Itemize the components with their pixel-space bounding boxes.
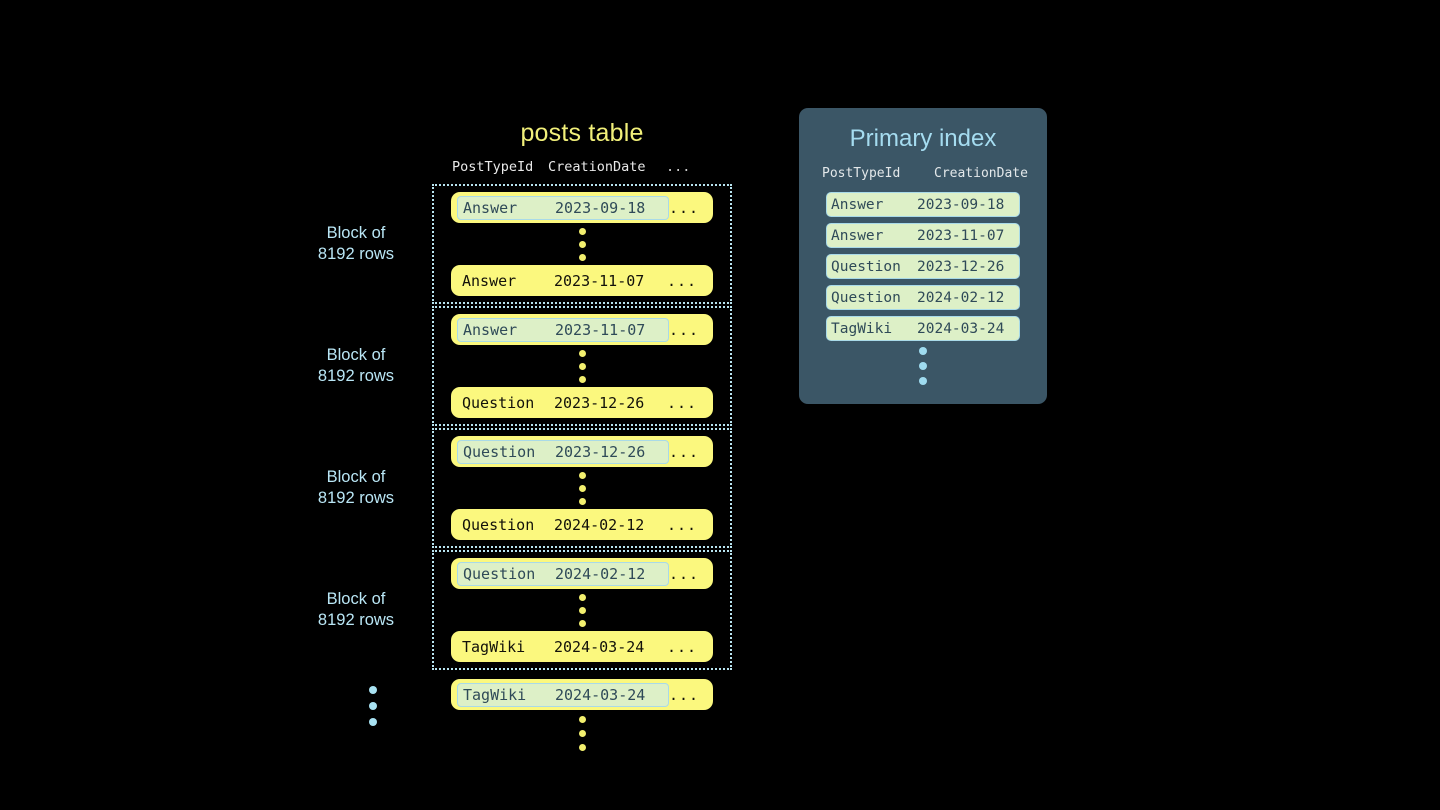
row-creationdate: 2023-11-07 xyxy=(555,320,646,339)
row-posttypeid: Question xyxy=(462,393,535,412)
block-label: Block of 8192 rows xyxy=(317,346,395,385)
block-continuation-dots xyxy=(369,686,377,726)
row-creationdate: 2023-12-26 xyxy=(554,393,645,412)
posts-table-title: posts table xyxy=(520,119,644,147)
column-header-posttypeid: PostTypeId xyxy=(822,166,901,181)
row-key-highlight: Question 2024-02-12 xyxy=(457,561,669,586)
row-creationdate: 2024-02-12 xyxy=(554,515,645,534)
table-row[interactable]: Answer 2023-11-07 ... xyxy=(451,314,713,345)
vertical-ellipsis-dots xyxy=(432,716,732,751)
primary-index-continuation-dots xyxy=(799,347,1047,385)
primary-index-row[interactable]: Question 2024-02-12 xyxy=(826,285,1020,310)
table-row[interactable]: Question 2023-12-26 ... xyxy=(451,436,713,467)
row-ellipsis: ... xyxy=(669,685,700,704)
vertical-ellipsis-dots xyxy=(434,345,730,387)
row-posttypeid: TagWiki xyxy=(462,637,526,656)
table-block: Block of 8192 rows Question 2024-02-12 .… xyxy=(318,550,732,670)
row-creationdate: 2023-11-07 xyxy=(917,227,1005,244)
block-label: Block of 8192 rows xyxy=(317,224,395,263)
row-posttypeid: Answer xyxy=(831,196,884,213)
table-row[interactable]: Question 2024-02-12 ... xyxy=(451,509,713,540)
row-key: Answer 2023-11-07 xyxy=(457,270,667,292)
row-ellipsis: ... xyxy=(669,442,700,461)
row-ellipsis: ... xyxy=(669,564,700,583)
row-posttypeid: Answer xyxy=(462,271,517,290)
row-key: TagWiki 2024-03-24 xyxy=(457,636,667,658)
table-block: Block of 8192 rows Answer 2023-09-18 ...… xyxy=(318,184,732,304)
row-creationdate: 2024-02-12 xyxy=(917,289,1005,306)
row-key-highlight: Answer 2023-11-07 xyxy=(457,317,669,342)
row-creationdate: 2023-09-18 xyxy=(555,198,646,217)
row-key-highlight: Answer 2023-09-18 xyxy=(457,195,669,220)
primary-index-panel: Primary index PostTypeId CreationDate An… xyxy=(799,108,1047,404)
table-row[interactable]: Answer 2023-09-18 ... xyxy=(451,192,713,223)
table-block: Block of 8192 rows Question 2023-12-26 .… xyxy=(318,428,732,548)
table-row[interactable]: Question 2024-02-12 ... xyxy=(451,558,713,589)
table-block: Block of 8192 rows Answer 2023-11-07 ...… xyxy=(318,306,732,426)
column-header-creationdate: CreationDate xyxy=(934,166,1028,181)
row-key-highlight: TagWiki 2024-03-24 xyxy=(457,682,669,707)
row-creationdate: 2024-02-12 xyxy=(555,564,646,583)
vertical-ellipsis-dots xyxy=(434,467,730,509)
row-posttypeid: Answer xyxy=(831,227,884,244)
table-tail-row-group: TagWiki 2024-03-24 ... xyxy=(432,679,732,751)
column-header-posttypeid: PostTypeId xyxy=(452,159,534,175)
row-posttypeid: Answer xyxy=(463,198,518,217)
column-header-ellipsis: ... xyxy=(666,159,691,175)
block-label: Block of 8192 rows xyxy=(317,468,395,507)
primary-index-row[interactable]: TagWiki 2024-03-24 xyxy=(826,316,1020,341)
vertical-ellipsis-dots xyxy=(434,223,730,265)
primary-index-row[interactable]: Answer 2023-09-18 xyxy=(826,192,1020,217)
row-ellipsis: ... xyxy=(669,320,700,339)
table-row[interactable]: TagWiki 2024-03-24 ... xyxy=(451,679,713,710)
row-ellipsis: ... xyxy=(667,637,698,656)
row-creationdate: 2023-09-18 xyxy=(917,196,1005,213)
row-posttypeid: TagWiki xyxy=(463,685,527,704)
row-creationdate: 2023-11-07 xyxy=(554,271,645,290)
row-posttypeid: Question xyxy=(463,442,536,461)
row-ellipsis: ... xyxy=(669,198,700,217)
primary-index-column-headers: PostTypeId CreationDate xyxy=(799,166,1047,181)
row-posttypeid: Question xyxy=(463,564,536,583)
row-creationdate: 2023-12-26 xyxy=(555,442,646,461)
row-creationdate: 2024-03-24 xyxy=(917,320,1005,337)
block-label: Block of 8192 rows xyxy=(317,590,395,629)
row-ellipsis: ... xyxy=(667,393,698,412)
row-posttypeid: Question xyxy=(831,258,901,275)
posts-table-column-headers: PostTypeId CreationDate ... xyxy=(432,159,732,175)
table-row[interactable]: Question 2023-12-26 ... xyxy=(451,387,713,418)
row-ellipsis: ... xyxy=(667,271,698,290)
posts-table-diagram: posts table PostTypeId CreationDate ... … xyxy=(318,118,732,751)
primary-index-row[interactable]: Question 2023-12-26 xyxy=(826,254,1020,279)
row-ellipsis: ... xyxy=(667,515,698,534)
primary-index-title: Primary index xyxy=(849,125,997,152)
row-key-highlight: Question 2023-12-26 xyxy=(457,439,669,464)
row-posttypeid: Question xyxy=(462,515,535,534)
table-row[interactable]: Answer 2023-11-07 ... xyxy=(451,265,713,296)
vertical-ellipsis-dots xyxy=(434,589,730,631)
row-posttypeid: Answer xyxy=(463,320,518,339)
row-key: Question 2024-02-12 xyxy=(457,514,667,536)
table-row[interactable]: TagWiki 2024-03-24 ... xyxy=(451,631,713,662)
row-creationdate: 2024-03-24 xyxy=(555,685,646,704)
row-key: Question 2023-12-26 xyxy=(457,392,667,414)
row-posttypeid: Question xyxy=(831,289,901,306)
row-posttypeid: TagWiki xyxy=(831,320,893,337)
row-creationdate: 2023-12-26 xyxy=(917,258,1005,275)
column-header-creationdate: CreationDate xyxy=(548,159,646,175)
row-creationdate: 2024-03-24 xyxy=(554,637,645,656)
primary-index-row[interactable]: Answer 2023-11-07 xyxy=(826,223,1020,248)
